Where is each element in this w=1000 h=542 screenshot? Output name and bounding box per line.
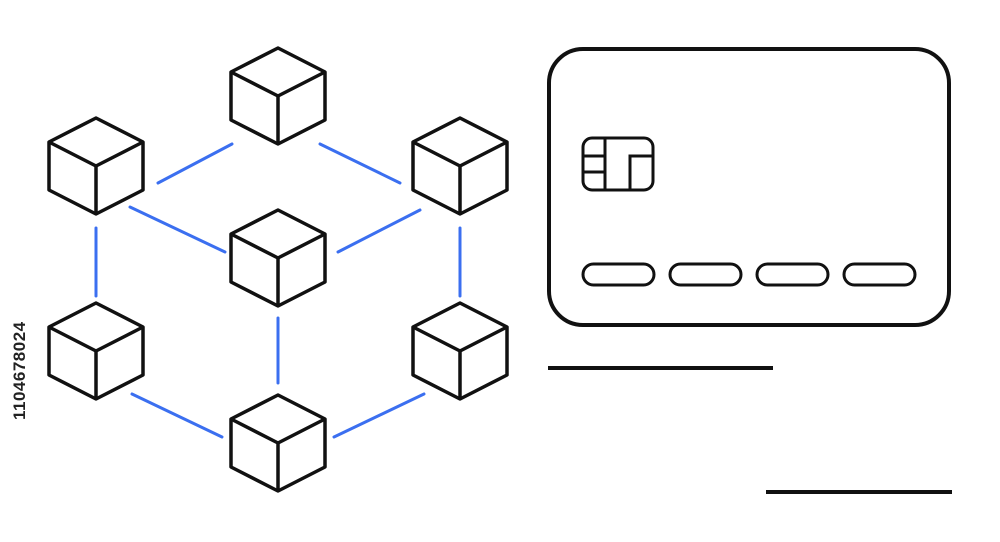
card-number-group (581, 262, 917, 287)
connector-line (156, 142, 234, 185)
stock-id-label: 1104678024 (10, 321, 29, 421)
credit-card-icon (547, 47, 951, 327)
cube-icon (47, 301, 145, 401)
cube-edge (230, 417, 326, 445)
cube-icon (229, 393, 327, 493)
connector-line (128, 205, 227, 254)
card-number-pill (842, 262, 917, 287)
connector-line (336, 208, 422, 254)
card-number-pill (581, 262, 656, 287)
cube-edge (412, 325, 508, 353)
cube-icon (229, 46, 327, 146)
cube-icon (411, 116, 509, 216)
cube-edge (48, 140, 144, 168)
cube-edge (412, 140, 508, 168)
card-outline (547, 47, 951, 327)
cube-icon (229, 208, 327, 308)
cube-edge (230, 70, 326, 98)
network-connectors (94, 142, 462, 439)
card-chip-icon (581, 136, 655, 192)
card-number-pill (668, 262, 743, 287)
connector-line (332, 392, 426, 439)
card-number-pill (755, 262, 830, 287)
cube-edge (48, 325, 144, 353)
cube-icon (47, 116, 145, 216)
connector-line (130, 392, 224, 439)
cube-edge (230, 232, 326, 260)
cube-icon (411, 301, 509, 401)
connector-line (318, 142, 402, 185)
